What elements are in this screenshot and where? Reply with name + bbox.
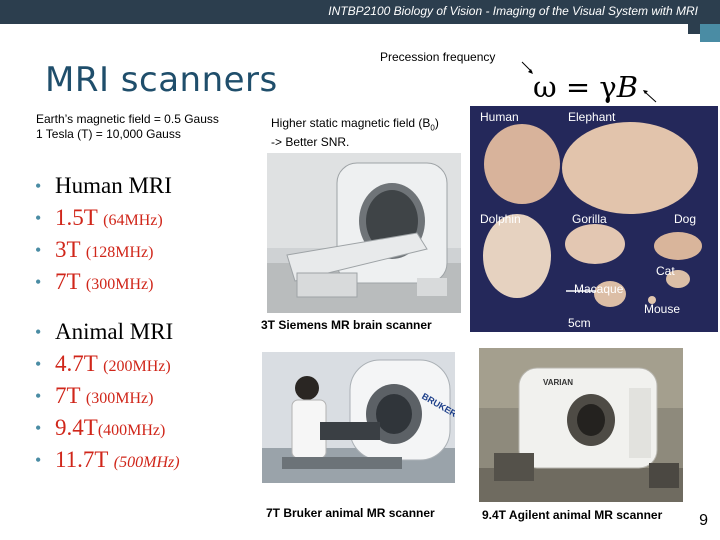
brain-label-dog: Dog bbox=[674, 212, 697, 226]
siemens-caption: 3T Siemens MR brain scanner bbox=[261, 318, 432, 332]
bullet-4-7t: 4.7T (200MHz) bbox=[35, 348, 180, 380]
agilent-scanner-photo: VARIAN bbox=[479, 348, 683, 502]
precession-label: Precession frequency bbox=[380, 50, 496, 64]
arrow-b bbox=[644, 91, 657, 103]
brain-label-human: Human bbox=[480, 110, 519, 124]
b-symbol: B bbox=[616, 70, 639, 104]
omega-symbol: ω bbox=[533, 70, 557, 104]
brain-label-mouse: Mouse bbox=[644, 302, 681, 316]
field-note-prefix: Higher static magnetic field (B bbox=[271, 116, 431, 130]
bruker-caption: 7T Bruker animal MR scanner bbox=[266, 506, 435, 520]
snr-note: Higher static magnetic field (B0) -> Bet… bbox=[271, 116, 439, 150]
bullet-animal-mri: Animal MRI bbox=[35, 316, 180, 348]
bullet-1-5t: 1.5T (64MHz) bbox=[35, 202, 180, 234]
arrowhead-b bbox=[643, 90, 648, 94]
tesla-note: 1 Tesla (T) = 10,000 Gauss bbox=[36, 127, 181, 141]
larmor-formula: ω = γB bbox=[533, 70, 638, 104]
field-notes: Earth’s magnetic field = 0.5 Gauss 1 Tes… bbox=[36, 112, 219, 142]
agilent-logo-text: VARIAN bbox=[543, 378, 574, 387]
arrow-omega bbox=[521, 61, 533, 73]
scale-bar-label: 5cm bbox=[568, 316, 591, 330]
header-bar: INTBP2100 Biology of Vision - Imaging of… bbox=[0, 0, 720, 24]
brain-label-gorilla: Gorilla bbox=[572, 212, 607, 226]
slide-title: MRI scanners bbox=[45, 60, 278, 100]
bullet-3t: 3T (128MHz) bbox=[35, 234, 180, 266]
field-note-suffix: ) bbox=[434, 116, 439, 130]
agilent-caption: 9.4T Agilent animal MR scanner bbox=[482, 508, 663, 522]
page-number: 9 bbox=[699, 512, 708, 529]
bullet-7t-human: 7T (300MHz) bbox=[35, 266, 180, 298]
bullet-human-mri: Human MRI bbox=[35, 170, 180, 202]
brain-label-elephant: Elephant bbox=[568, 110, 616, 124]
siemens-scanner-photo bbox=[267, 153, 461, 313]
brain-comparison-image: Human Elephant Dolphin Gorilla Dog Cat M… bbox=[470, 106, 718, 332]
better-snr-note: -> Better SNR. bbox=[271, 135, 350, 150]
bullet-11-7t: 11.7T (500MHz) bbox=[35, 444, 180, 476]
bullet-list: Human MRI 1.5T (64MHz) 3T (128MHz) 7T (3… bbox=[35, 170, 180, 476]
earth-field-note: Earth’s magnetic field = 0.5 Gauss bbox=[36, 112, 219, 126]
gamma-symbol: γ bbox=[599, 70, 617, 104]
header-accent bbox=[700, 24, 720, 42]
brain-label-cat: Cat bbox=[656, 264, 675, 278]
bruker-scanner-photo: BRUKER bbox=[262, 352, 455, 483]
equals-sign: = bbox=[565, 70, 591, 104]
course-title: INTBP2100 Biology of Vision - Imaging of… bbox=[328, 4, 698, 18]
brain-label-dolphin: Dolphin bbox=[480, 212, 521, 226]
bullet-9-4t: 9.4T(400MHz) bbox=[35, 412, 180, 444]
field-note-sub: 0 bbox=[430, 123, 435, 133]
bullet-7t-animal: 7T (300MHz) bbox=[35, 380, 180, 412]
brain-label-macaque: Macaque bbox=[574, 282, 624, 296]
